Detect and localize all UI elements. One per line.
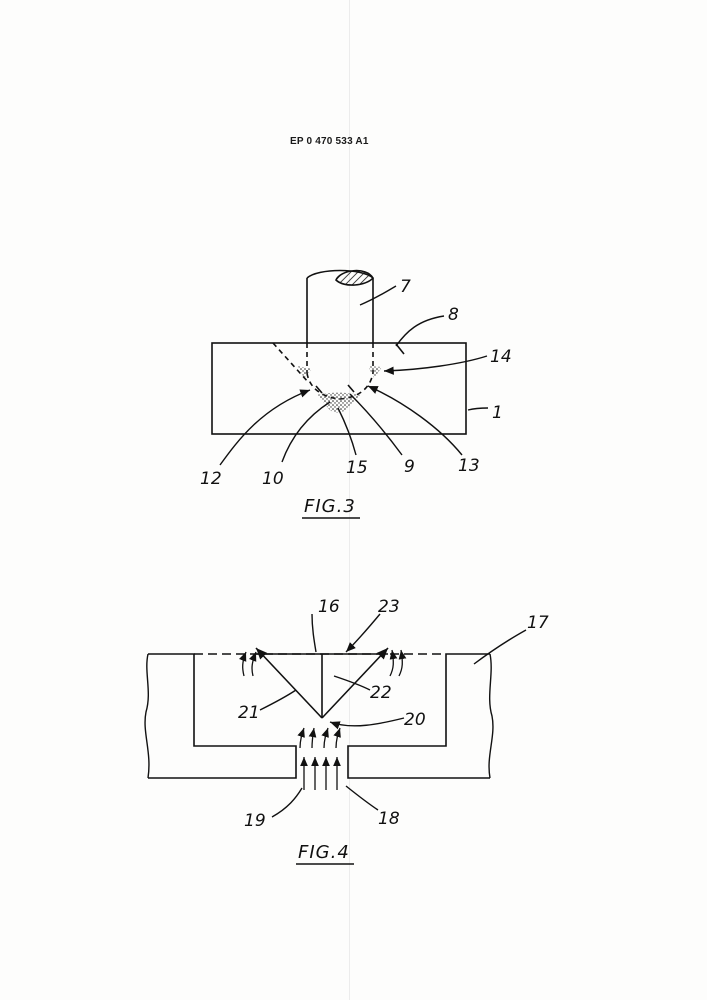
tool-tip-contour — [272, 342, 374, 400]
deposit-14 — [368, 366, 382, 378]
figure-4-caption: FIG.4 — [298, 842, 350, 863]
ref-1: 1 — [492, 403, 503, 423]
fig4-leaders — [259, 613, 527, 818]
ref-15: 15 — [346, 458, 368, 478]
v-cutter — [255, 647, 389, 719]
tool-shaft — [306, 269, 374, 343]
ref-13: 13 — [458, 456, 480, 476]
ref-21: 21 — [238, 703, 260, 723]
fig3-leaders — [219, 285, 489, 466]
left-housing-wall — [148, 653, 297, 779]
ref-23: 23 — [378, 597, 400, 617]
ref-16: 16 — [318, 597, 340, 617]
right-break-line — [488, 653, 494, 779]
workpiece-plate — [211, 342, 467, 435]
publication-number: EP 0 470 533 A1 — [290, 136, 369, 147]
ref-20: 20 — [404, 710, 426, 730]
deposit-15 — [317, 392, 360, 413]
page-fold-line — [349, 0, 350, 1000]
ref-17: 17 — [527, 613, 549, 633]
ref-12: 12 — [200, 469, 222, 489]
ref-9: 9 — [404, 457, 415, 477]
flow-arrows — [239, 649, 407, 790]
figure-3-caption: FIG.3 — [304, 496, 356, 517]
ref-10: 10 — [262, 469, 284, 489]
fig3-reference-numerals: 7 8 14 1 12 10 15 9 13 — [200, 277, 512, 489]
deposit-12 — [298, 366, 312, 378]
ref-22: 22 — [370, 683, 392, 703]
figure-3: 7 8 14 1 12 10 15 9 13 FIG.3 — [200, 269, 512, 519]
ref-18: 18 — [378, 809, 400, 829]
right-housing-wall — [347, 653, 490, 779]
ref-14: 14 — [490, 347, 512, 367]
fig4-reference-numerals: 16 23 17 21 22 20 19 18 — [238, 597, 549, 831]
figure-4: 16 23 17 21 22 20 19 18 FIG.4 — [144, 597, 549, 865]
ref-19: 19 — [244, 811, 266, 831]
ref-8: 8 — [448, 305, 459, 325]
left-break-line — [144, 653, 150, 779]
ref-7: 7 — [400, 277, 411, 297]
shaft-section-hatch — [335, 269, 374, 286]
